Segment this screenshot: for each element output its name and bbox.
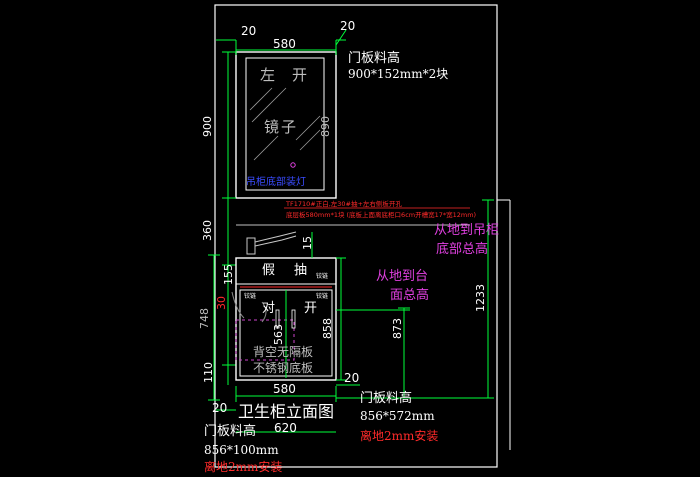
mirror-door-open-char: 开 xyxy=(292,66,308,84)
to-wall-label-1: 从地到吊柜 xyxy=(434,223,500,238)
door-spec-br-label: 门板料高 xyxy=(360,391,413,406)
mirror-bottom-light-note: 吊柜底部装灯 xyxy=(246,177,306,188)
to-counter-dim: 873 xyxy=(391,318,404,339)
drawer-char-1: 假 xyxy=(262,263,276,278)
to-counter-label-2: 面总高 xyxy=(390,288,430,303)
mirror-door-spec-label: 门板料高 xyxy=(348,51,401,66)
mirror-hatch xyxy=(249,87,321,161)
to-wall-dim: 1233 xyxy=(474,284,487,312)
door-spec-br-install: 离地2mm安装 xyxy=(360,429,439,443)
dim-kick: 110 xyxy=(202,362,215,383)
base-cabinet xyxy=(235,257,337,381)
dim-base-width-text: 580 xyxy=(273,382,296,396)
dim-total-height: 748 xyxy=(198,308,211,329)
dim-faucet: 15 xyxy=(301,236,314,250)
dim-mirror-right-margin: 20 xyxy=(340,19,356,33)
door-spec-bl-value: 856*100mm xyxy=(204,443,279,457)
dim-base-right xyxy=(311,232,346,381)
dim-base-outer-width: 620 xyxy=(274,421,297,435)
dim-left-vertical xyxy=(222,51,236,385)
dim-door-height: 858 xyxy=(321,318,334,339)
door-spec-bl-install: 离地2mm安装 xyxy=(204,460,283,474)
back-note-1: 背空无隔板 xyxy=(253,345,314,359)
spec-note-line1: TF1710#正白,左30#抽+左右侧板开孔 xyxy=(286,200,402,208)
dim-mirror-left-margin: 20 xyxy=(241,24,257,38)
drawer-char-2: 抽 xyxy=(294,263,308,278)
mirror-door xyxy=(245,57,325,191)
dim-mirror-width xyxy=(216,29,347,55)
hinge-label-right: 铰链 xyxy=(316,293,329,300)
drawing-title: 卫生柜立面图 xyxy=(238,402,335,421)
back-note-2: 不锈钢底板 xyxy=(253,361,314,375)
hinge-label-left: 铰链 xyxy=(244,293,257,300)
to-counter-label-1: 从地到台 xyxy=(376,269,429,284)
dim-mirror-height: 900 xyxy=(201,116,214,137)
dim-mirror-width-text: 580 xyxy=(273,37,296,51)
mirror-char-2: 子 xyxy=(281,118,297,136)
mirror-cabinet xyxy=(235,51,337,199)
door-spec-br-value: 856*572mm xyxy=(360,409,435,423)
door-char-2: 开 xyxy=(304,301,318,316)
faucet xyxy=(246,231,297,255)
dim-inner-text: 563 xyxy=(272,324,285,345)
door-char-1: 对 xyxy=(262,301,276,316)
spec-note-line2: 底层板580mm*1块 (底板上面离底柜口6cm开槽宽17*宽12mm) xyxy=(286,211,477,219)
door-spec-bl-label: 门板料高 xyxy=(204,424,257,439)
dim-base-left xyxy=(208,254,220,401)
dim-gap: 360 xyxy=(201,220,214,241)
wall-frame xyxy=(214,4,498,468)
to-wall-label-2: 底部总高 xyxy=(436,242,489,257)
dim-drawer-height: 155 xyxy=(222,264,235,285)
dim-right-totals xyxy=(336,199,494,399)
dim-base-left-margin: 20 xyxy=(212,401,228,415)
sink-outline xyxy=(235,319,295,361)
hinge-label-top: 铰链 xyxy=(316,273,329,280)
mirror-char-1: 镜 xyxy=(264,118,280,136)
dim-base-right-margin: 20 xyxy=(344,371,360,385)
mirror-door-spec-value: 900*152mm*2块 xyxy=(348,67,449,81)
dim-base-width xyxy=(216,384,360,433)
dim-mirror-inner-height: 890 xyxy=(319,116,332,137)
mirror-door-left-char: 左 xyxy=(260,66,276,84)
dim-red-30: 30 xyxy=(215,296,228,310)
